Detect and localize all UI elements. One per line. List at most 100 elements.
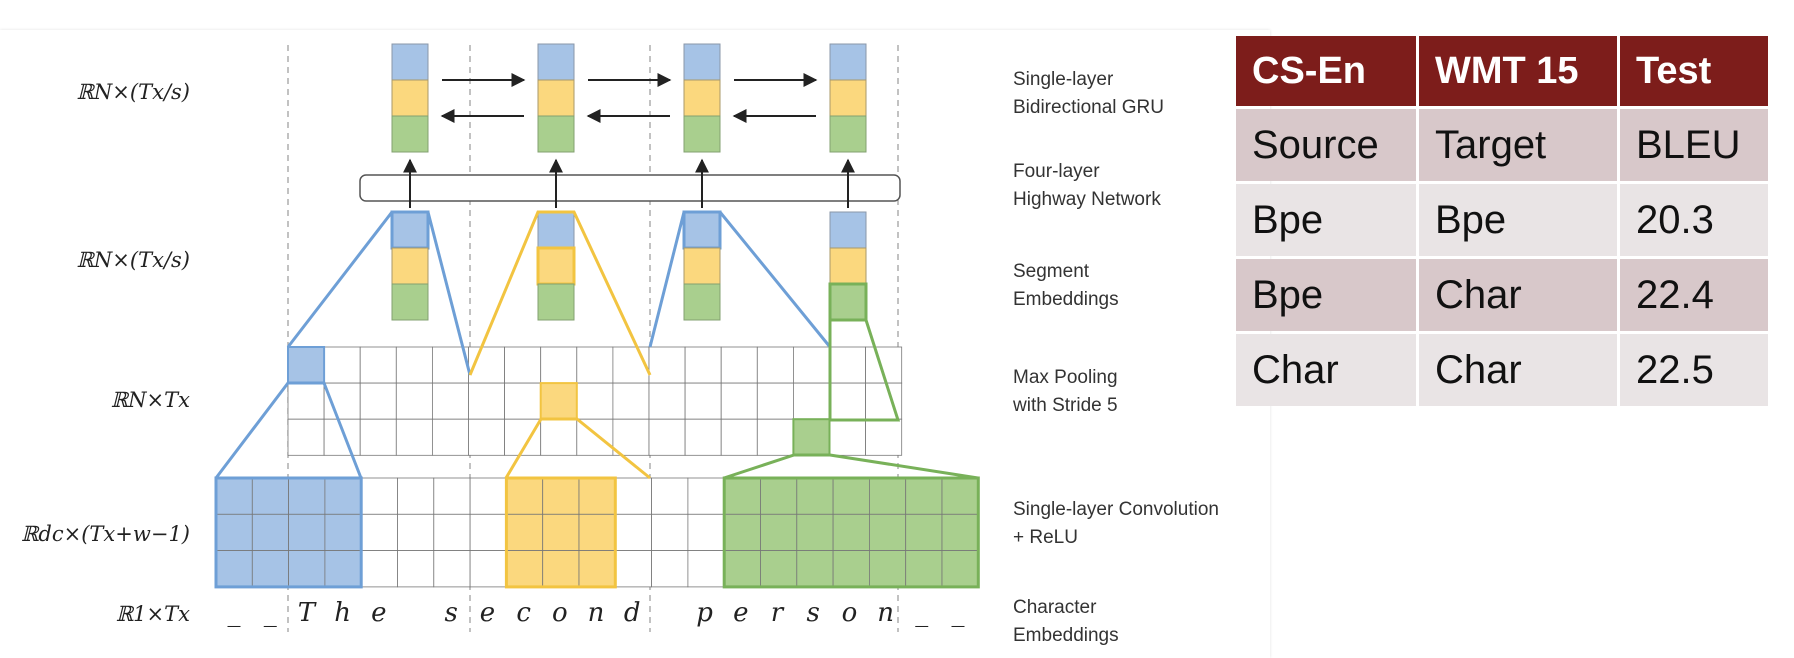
convolution-grid-cell	[251, 513, 290, 551]
pooling-grid-cell	[431, 382, 469, 420]
character-token: e	[479, 598, 496, 628]
layer-label-pooling: Max Pooling with Stride 5	[1013, 367, 1118, 416]
table-cell: Bpe	[1419, 184, 1617, 256]
convolution-grid-cell	[469, 513, 507, 551]
pooling-grid-cell	[323, 346, 361, 384]
table-row: Source Target BLEU	[1236, 109, 1768, 181]
pooling-grid-cell	[612, 382, 650, 420]
convolution-grid-cell	[433, 550, 471, 588]
pooling-grid-cell	[287, 382, 325, 420]
convolution-grid-cell	[651, 550, 689, 588]
convolution-grid-cell	[360, 550, 398, 588]
dim-label-characters: ℝ1×Tx	[115, 602, 190, 626]
pooling-grid-cell	[648, 346, 686, 384]
convolution-window-yellow	[504, 476, 617, 589]
convolution-grid-cell	[941, 513, 979, 551]
convolution-grid-cell	[360, 477, 398, 515]
character-token: n	[877, 598, 894, 628]
segment-cell-yellow	[683, 247, 721, 285]
convolution-grid-cell	[251, 550, 290, 588]
segment-cell-blue	[682, 210, 722, 250]
pooling-grid-cell	[287, 418, 325, 456]
segment-cell-green	[391, 283, 429, 321]
dim-label-gru: ℝN×(Tx/s)	[76, 80, 190, 104]
convolution-grid-cell	[760, 550, 798, 588]
pooling-grid-cell	[756, 346, 794, 384]
pooled-cell-blue	[287, 346, 326, 385]
convolution-grid-cell	[215, 513, 253, 551]
character-token: s	[444, 598, 458, 628]
table-cell: Target	[1419, 109, 1617, 181]
pooling-grid-cell	[395, 382, 433, 420]
segment-cell-blue	[829, 211, 867, 249]
convolution-grid-cell	[614, 477, 652, 515]
convolution-grid-cell	[832, 477, 870, 515]
table-header-cell: CS-En	[1236, 36, 1416, 106]
character-token: o	[841, 598, 858, 628]
convolution-grid-cell	[360, 513, 398, 551]
pooling-grid-cell	[648, 382, 686, 420]
table-cell: 22.4	[1620, 259, 1768, 331]
character-token: d	[623, 598, 641, 628]
gru-cell-yellow	[537, 79, 575, 117]
highway-network-box	[359, 174, 901, 202]
convolution-grid-cell	[397, 550, 435, 588]
convolution-grid-cell	[215, 550, 253, 588]
table-cell: Char	[1419, 334, 1617, 406]
pooling-grid-cell	[323, 418, 361, 456]
convolution-grid-cell	[905, 550, 943, 588]
character-token: s	[806, 598, 820, 628]
dim-label-convolution: ℝdc×(Tx+w−1)	[20, 522, 190, 546]
convolution-grid-cell	[941, 550, 979, 588]
pooling-grid-cell	[720, 418, 758, 456]
table-cell: Source	[1236, 109, 1416, 181]
segment-cell-green	[537, 283, 575, 321]
convolution-grid-cell	[723, 550, 761, 588]
pooling-grid-cell	[684, 418, 722, 456]
convolution-grid-cell	[433, 477, 471, 515]
convolution-grid-cell	[651, 477, 689, 515]
convolution-grid-cell	[578, 477, 616, 515]
gru-cell-green	[829, 115, 867, 153]
convolution-grid-cell	[469, 477, 507, 515]
pooling-grid-cell	[684, 346, 722, 384]
table-row: Char Char 22.5	[1236, 334, 1768, 406]
convolution-grid-cell	[288, 477, 326, 515]
gru-cell-blue	[537, 43, 575, 81]
convolution-grid-cell	[542, 513, 580, 551]
pooling-grid-cell	[576, 382, 614, 420]
table-row: Bpe Bpe 20.3	[1236, 184, 1768, 256]
convolution-grid-cell	[796, 513, 834, 551]
table-header-cell: WMT 15	[1419, 36, 1617, 106]
character-token: _	[227, 598, 241, 628]
pooling-grid-cell	[395, 418, 433, 456]
gru-cell-blue	[683, 43, 721, 81]
results-table: CS-En WMT 15 Test Source Target BLEU Bpe…	[1233, 33, 1771, 409]
segment-cell-blue	[537, 211, 575, 249]
convolution-grid-cell	[796, 550, 834, 588]
pooling-grid-cell	[576, 346, 614, 384]
convolution-grid-cell	[869, 477, 907, 515]
convolution-grid-cell	[905, 477, 943, 515]
character-token: _	[915, 598, 929, 628]
pooling-grid-cell	[504, 346, 542, 384]
table-cell: Bpe	[1236, 259, 1416, 331]
table-row: Bpe Char 22.4	[1236, 259, 1768, 331]
convolution-grid-cell	[288, 513, 326, 551]
pooling-grid-cell	[829, 346, 866, 384]
pooling-grid-cell	[504, 418, 542, 456]
pooling-connector-blue	[286, 210, 472, 376]
character-token: o	[551, 598, 568, 628]
character-token: e	[733, 598, 749, 628]
gru-cell-green	[683, 115, 721, 153]
pooling-grid-cell	[720, 346, 758, 384]
table-header-cell: Test	[1620, 36, 1768, 106]
convolution-grid-cell	[832, 513, 870, 551]
table-cell: Char	[1236, 334, 1416, 406]
convolution-grid-cell	[397, 477, 435, 515]
convolution-grid-cell	[869, 550, 907, 588]
convolution-grid-cell	[614, 550, 652, 588]
convolution-grid-cell	[760, 513, 798, 551]
character-token: _	[951, 598, 965, 628]
gru-cell-yellow	[683, 79, 721, 117]
